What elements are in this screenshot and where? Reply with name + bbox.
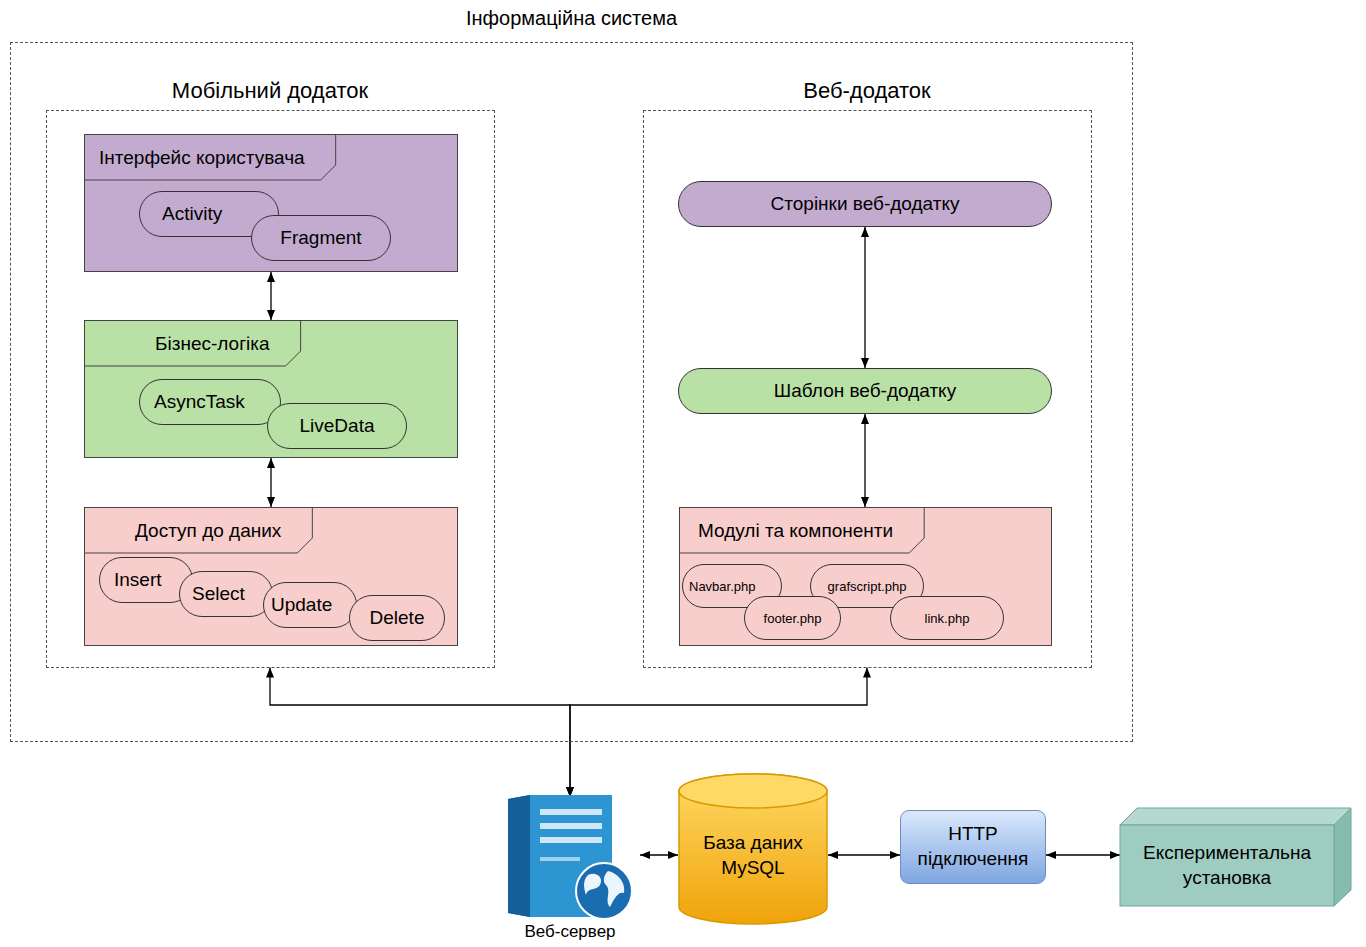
- component-pill: Update: [263, 582, 357, 628]
- notch-line: [85, 321, 301, 366]
- component-label: Insert: [100, 569, 162, 591]
- notch-line: [680, 508, 924, 553]
- component-pill: LiveData: [267, 403, 407, 449]
- server-edge: [508, 795, 530, 917]
- cube-side: [1334, 808, 1351, 906]
- cube-top: [1120, 808, 1351, 825]
- connector-arrow: [270, 272, 271, 320]
- notch-line: [85, 135, 336, 180]
- component-label: Activity: [140, 203, 222, 225]
- component-label: grafscript.php: [828, 579, 907, 594]
- globe-land: [584, 871, 624, 907]
- device-box: Експериментальна установка: [1120, 808, 1352, 907]
- region-heading: Мобільний додаток: [47, 78, 494, 104]
- layer-frame: Доступ до данихInsertSelectUpdateDelete: [84, 507, 458, 646]
- component-pill: link.php: [890, 596, 1004, 640]
- component-label: Select: [180, 583, 245, 605]
- cube-front: [1120, 825, 1334, 906]
- database-cylinder: База даних MySQL: [678, 773, 828, 925]
- layer-heading: Бізнес-логіка: [155, 333, 270, 355]
- component-label: AsyncTask: [140, 391, 245, 413]
- component-pill: Fragment: [251, 215, 391, 261]
- region-heading: Інформаційна система: [11, 7, 1132, 30]
- group-region: Веб-додатокСторінки веб-додаткуШаблон ве…: [643, 110, 1092, 668]
- cylinder-top: [679, 774, 827, 808]
- cylinder-body: [679, 774, 827, 924]
- node-label: Веб-сервер: [500, 921, 640, 943]
- component-pill: Delete: [349, 595, 445, 641]
- node-label: Експериментальна установка: [1120, 841, 1334, 890]
- layer-heading: Модулі та компоненти: [698, 520, 893, 542]
- component-label: Fragment: [280, 227, 361, 249]
- drive-slot: [540, 837, 602, 843]
- layer-frame: Бізнес-логікаAsyncTaskLiveData: [84, 320, 458, 458]
- connector-arrow: [864, 227, 865, 368]
- component-label: Сторінки веб-додатку: [771, 193, 960, 215]
- connector-arrow: [270, 458, 271, 507]
- component-label: Delete: [370, 607, 425, 629]
- component-pill: AsyncTask: [139, 379, 281, 425]
- layer-heading: Інтерфейс користувача: [99, 147, 305, 169]
- connector-arrow: [1046, 854, 1120, 855]
- notch-line: [85, 508, 312, 553]
- globe: [576, 863, 632, 919]
- connector-arrow: [864, 414, 865, 507]
- component-label: Navbar.php: [683, 579, 756, 594]
- layer-heading: Доступ до даних: [135, 520, 281, 542]
- layer-frame: Інтерфейс користувачаActivityFragment: [84, 134, 458, 272]
- web-server-node: Веб-сервер: [500, 795, 640, 945]
- component-label: footer.php: [764, 611, 822, 626]
- server-vent: [540, 857, 580, 861]
- drive-slot: [540, 809, 602, 815]
- connector-arrow: [270, 668, 570, 798]
- component-pill: footer.php: [744, 596, 841, 640]
- component-label: link.php: [925, 611, 970, 626]
- component-label: LiveData: [300, 415, 375, 437]
- component-label: Update: [264, 594, 332, 616]
- component-pill: Шаблон веб-додатку: [678, 368, 1052, 414]
- connector-arrow: [828, 854, 900, 855]
- component-label: Шаблон веб-додатку: [774, 380, 956, 402]
- node-label: База даних MySQL: [678, 831, 828, 880]
- layer-frame: Модулі та компонентиNavbar.php grafscript…: [679, 507, 1052, 646]
- component-pill: Select: [179, 571, 273, 617]
- component-pill: Сторінки веб-додатку: [678, 181, 1052, 227]
- drive-slot: [540, 823, 602, 829]
- connection-box: HTTP підключення: [900, 810, 1046, 884]
- node-label: HTTP підключення: [901, 822, 1045, 871]
- connector-arrow: [640, 854, 678, 855]
- group-region: Мобільний додатокІнтерфейс користувачаAc…: [46, 110, 495, 668]
- group-region: Інформаційна системаМобільний додатокІнт…: [10, 42, 1133, 742]
- region-heading: Веб-додаток: [644, 78, 1091, 104]
